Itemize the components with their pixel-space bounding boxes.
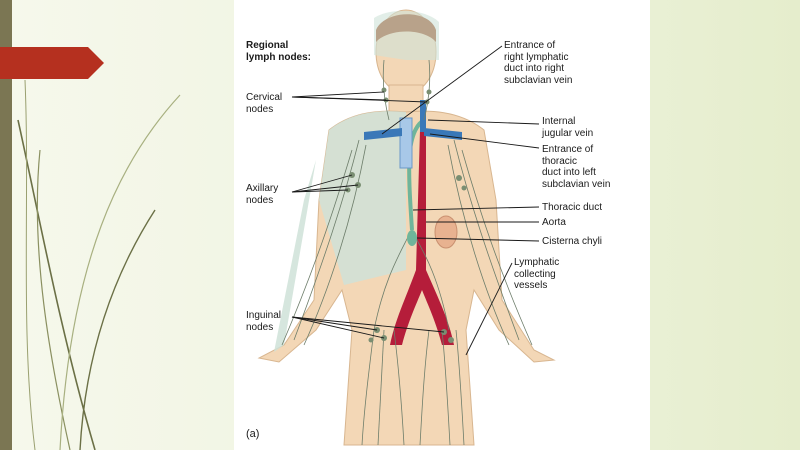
label-thoracic-duct: Thoracic duct bbox=[542, 202, 603, 213]
panel-letter: (a) bbox=[246, 428, 260, 440]
label-cisterna-chyli: Cisterna chyli bbox=[542, 236, 603, 247]
label-internal-jugular-vein: Internal jugular vein bbox=[542, 116, 594, 139]
label-thoracic-duct-entrance: Entrance of thoracic duct into left subc… bbox=[542, 144, 611, 190]
figure-heading: Regional lymph nodes: bbox=[246, 40, 312, 63]
lymphatic-system-figure: Regional lymph nodes: Cervical nodes Axi… bbox=[234, 0, 650, 450]
cisterna-chyli bbox=[407, 230, 417, 246]
lymph-vessels bbox=[281, 59, 533, 446]
label-inguinal-nodes: Inguinal nodes bbox=[246, 310, 282, 333]
label-lymphatic-collecting-vessels: Lymphatic collecting vessels bbox=[514, 257, 560, 291]
decorative-swoosh bbox=[17, 79, 181, 450]
aorta bbox=[390, 130, 454, 345]
label-cervical-nodes: Cervical nodes bbox=[246, 92, 283, 115]
label-right-lymphatic-duct-entrance: Entrance of right lymphatic duct into ri… bbox=[504, 40, 573, 86]
right-subclavian-vein bbox=[364, 128, 402, 140]
leader-lines bbox=[291, 45, 540, 356]
right-drainage-region bbox=[274, 111, 406, 352]
label-axillary-nodes: Axillary nodes bbox=[246, 183, 279, 206]
left-accent-bar bbox=[0, 0, 12, 450]
arrow-tab bbox=[0, 47, 104, 79]
label-aorta: Aorta bbox=[542, 217, 566, 228]
body-illustration bbox=[257, 9, 556, 446]
